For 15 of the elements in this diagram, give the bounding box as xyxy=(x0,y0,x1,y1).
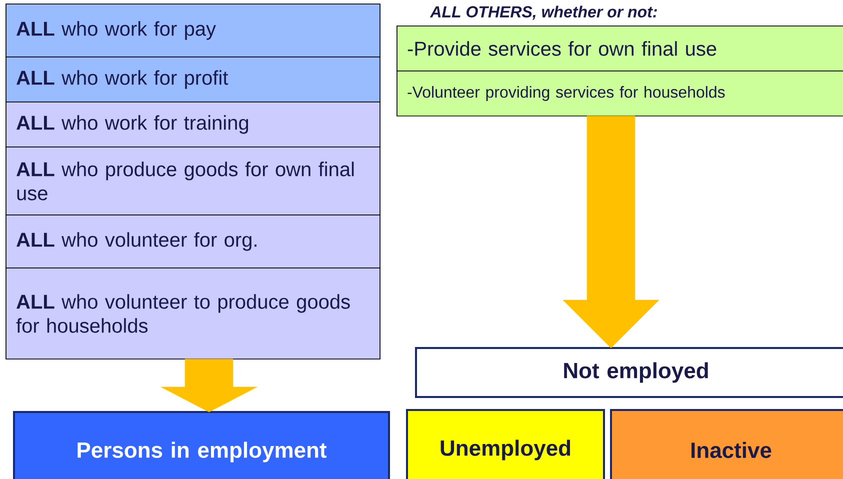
outcome-box: Not employed xyxy=(415,347,843,398)
outcome-box: Inactive xyxy=(610,409,843,479)
block-arrow xyxy=(160,358,258,412)
outcome-box: Persons in employment xyxy=(13,411,390,479)
group-heading: ALL OTHERS, whether or not: xyxy=(430,6,657,20)
block-arrow xyxy=(562,116,660,348)
category-row: -Provide services for own final use xyxy=(396,26,843,72)
category-row: ALL who volunteer for org. xyxy=(6,214,380,268)
outcome-box: Unemployed xyxy=(406,409,605,479)
category-row: -Volunteer providing services for households xyxy=(396,70,843,116)
category-row: ALL who produce goods for own final use xyxy=(6,146,380,216)
category-row: ALL who work for profit xyxy=(6,56,380,102)
category-row: ALL who volunteer to produce goods for households xyxy=(6,268,380,360)
category-row: ALL who work for pay xyxy=(6,4,380,58)
category-row: ALL who work for training xyxy=(6,102,380,148)
